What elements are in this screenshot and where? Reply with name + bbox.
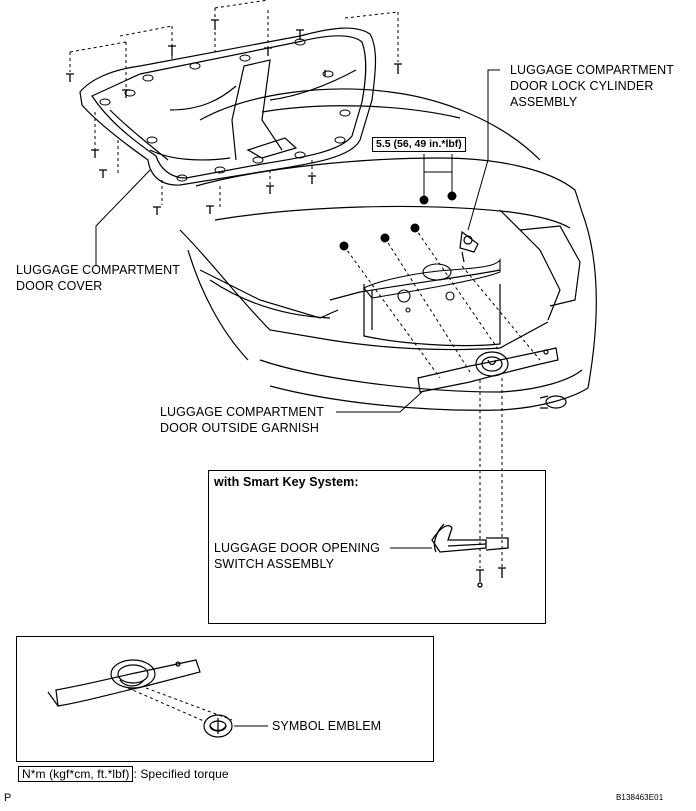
page-letter: P [4,792,12,804]
cover-clips [99,38,351,182]
smart-key-system-title: with Smart Key System: [214,475,359,489]
door-cover-label: LUGGAGE COMPARTMENT DOOR COVER [16,262,180,294]
symbol-emblem-label: SYMBOL EMBLEM [272,719,382,733]
torque-legend-unit-box: N*m (kgf*cm, ft.*lbf) [18,766,134,782]
door-cover-leader [95,169,151,258]
trunk-handle-area [363,258,501,313]
outside-garnish-leader [336,391,423,413]
lock-cylinder-label: LUGGAGE COMPARTMENT DOOR LOCK CYLINDER A… [510,62,674,110]
lock-cylinder-label-line-2: DOOR LOCK CYLINDER [510,79,654,93]
install-dashed-lines [343,227,541,568]
lock-cylinder-label-line-3: ASSEMBLY [510,95,578,109]
outside-garnish-label-line-1: LUGGAGE COMPARTMENT [160,405,324,419]
door-cover-drawing [79,27,377,186]
lock-cylinder-leader [467,69,500,231]
torque-value-box: 5.5 (56, 49 in.*lbf) [372,137,466,152]
door-cover-label-line-2: DOOR COVER [16,279,103,293]
lock-cylinder-drawing [459,230,479,263]
emblem-garnish-drawing [47,659,201,707]
emblem-dashed-lines [127,687,233,723]
opening-switch-label-line-1: LUGGAGE DOOR OPENING [214,541,380,555]
torque-leaders [423,154,453,196]
opening-switch-drawing [431,523,509,588]
outside-garnish-label-line-2: DOOR OUTSIDE GARNISH [160,421,319,435]
outside-garnish-label: LUGGAGE COMPARTMENT DOOR OUTSIDE GARNISH [160,404,324,436]
outside-garnish-drawing [417,347,559,393]
symbol-emblem-box [16,636,434,762]
garnish-mounting-points [339,191,457,251]
opening-switch-label: LUGGAGE DOOR OPENING SWITCH ASSEMBLY [214,540,380,572]
figure-code: B138463E01 [616,793,664,802]
torque-legend-description: : Specified torque [133,767,229,781]
opening-switch-label-line-2: SWITCH ASSEMBLY [214,557,335,571]
symbol-emblem-drawing [203,714,233,738]
cover-clip-pins [66,0,402,215]
lock-cylinder-label-line-1: LUGGAGE COMPARTMENT [510,63,674,77]
smart-key-system-box: with Smart Key System: [208,470,546,624]
door-cover-label-line-1: LUGGAGE COMPARTMENT [16,263,180,277]
car-rear-body [179,88,597,411]
torque-legend: N*m (kgf*cm, ft.*lbf): Specified torque [18,766,229,782]
